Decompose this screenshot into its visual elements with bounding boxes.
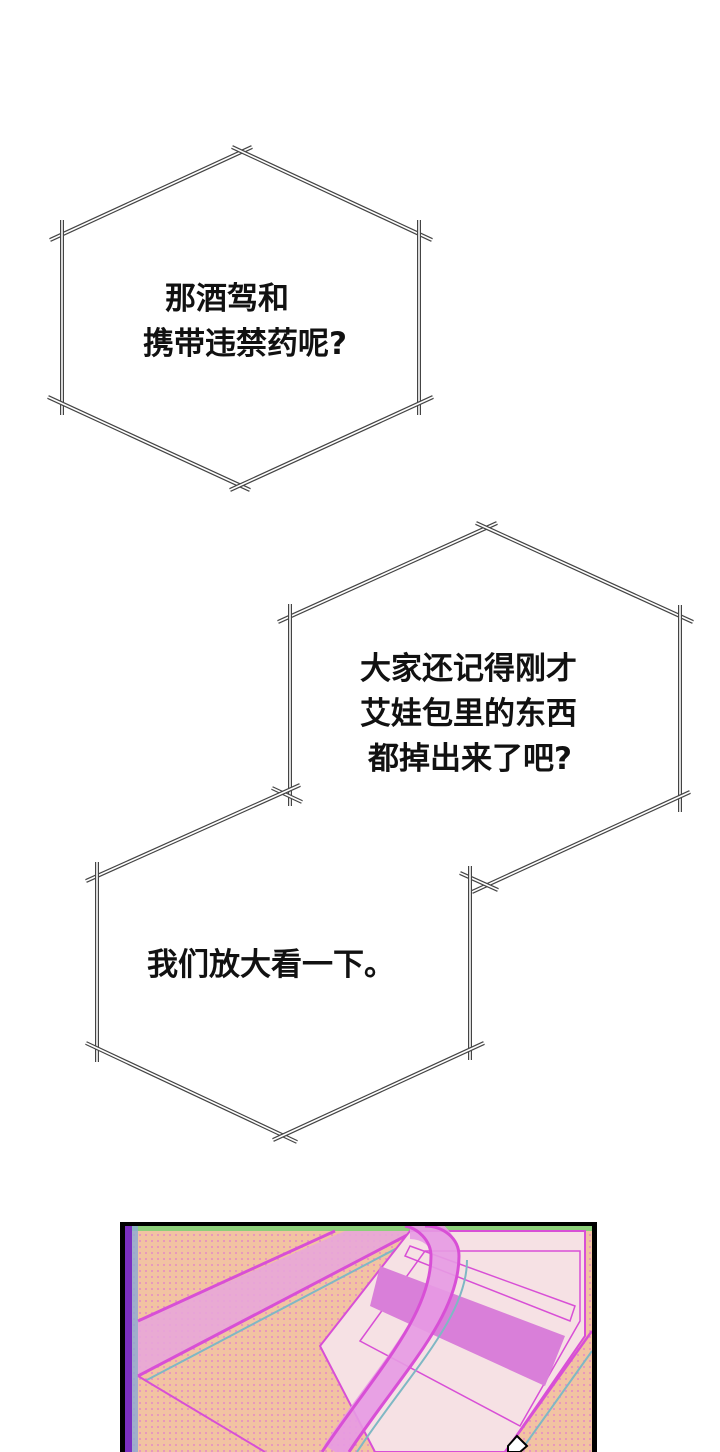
panel-illustration: [125, 1226, 592, 1452]
bubble-1-text: 那酒驾和: [165, 278, 289, 320]
bubble-2-line-1: 大家还记得刚才: [360, 651, 577, 687]
bubble-3-line-1: 我们放大看一下。: [147, 947, 395, 983]
comic-panel: [120, 1222, 597, 1452]
bubble-1-line-2: 携带违禁药呢?: [143, 326, 347, 362]
bubble-1-outline: [47, 145, 434, 492]
bubble-3-outline: [85, 783, 485, 1144]
bubble-2-text: 大家还记得刚才 艾娃包里的东西 都掉出来了吧?: [360, 647, 577, 782]
bubble-1-line-1: 那酒驾和: [165, 281, 289, 317]
bag-card-illustration: [125, 1226, 592, 1452]
bubble-3-text: 我们放大看一下。: [147, 944, 395, 986]
bubble-2-outline: [271, 521, 694, 894]
bubble-2-line-2: 艾娃包里的东西: [360, 696, 577, 732]
bubble-2-line-3: 都掉出来了吧?: [368, 741, 572, 777]
bubble-1-text-line2: 携带违禁药呢?: [143, 323, 347, 365]
